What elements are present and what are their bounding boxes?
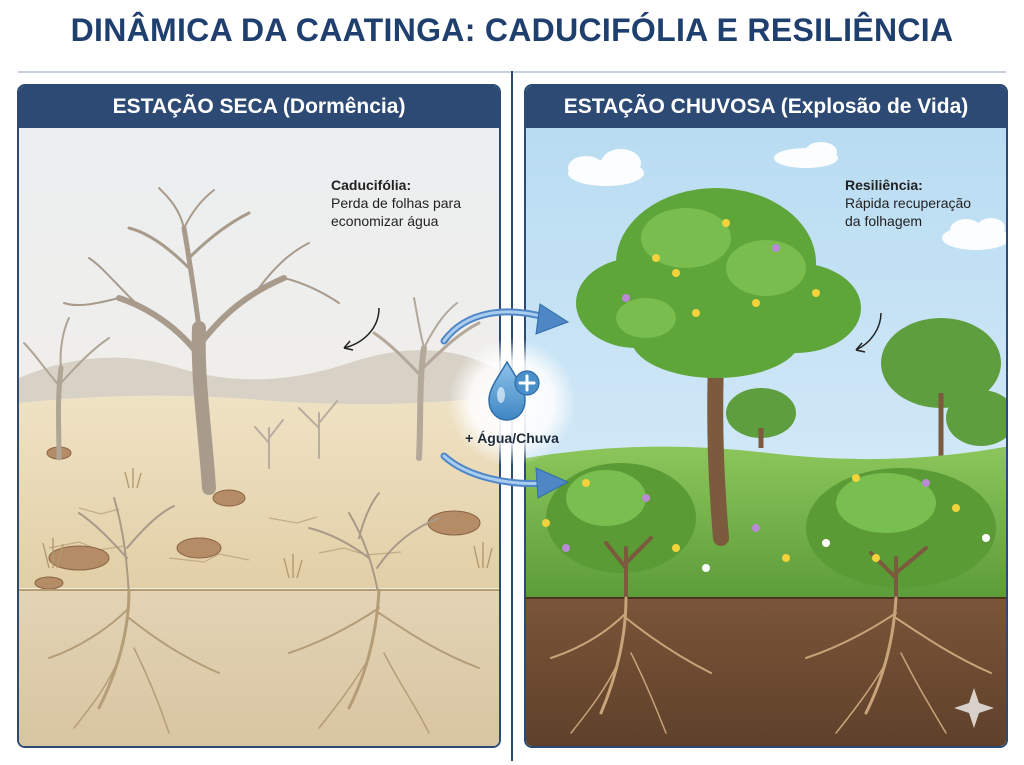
- water-rain-label: + Água/Chuva: [465, 430, 559, 446]
- resiliencia-note: Resiliência: Rápida recuperação da folha…: [845, 176, 971, 230]
- page-title: DINÂMICA DA CAATINGA: CADUCIFÓLIA E RESI…: [70, 12, 954, 48]
- caducifolia-note: Caducifólia: Perda de folhas para econom…: [331, 176, 461, 230]
- dry-season-header: ESTAÇÃO SECA (Dormência): [19, 86, 499, 128]
- resiliencia-note-line1: Rápida recuperação: [845, 195, 972, 211]
- sparkle-icon: [954, 688, 994, 728]
- caducifolia-note-line1: Perda de folhas para: [331, 195, 461, 211]
- rainy-season-scene: Resiliência: Rápida recuperação da folha…: [526, 128, 1006, 746]
- caducifolia-note-line2: economizar água: [331, 213, 439, 229]
- resiliencia-note-line2: da folhagem: [845, 213, 923, 229]
- dry-season-scene: Caducifólia: Perda de folhas para econom…: [19, 128, 499, 746]
- caducifolia-note-title: Caducifólia:: [331, 177, 412, 193]
- caducifolia-pointer: [343, 307, 380, 349]
- water-drop-plus-icon: [448, 338, 576, 466]
- upper-transition-arrow: [440, 303, 570, 345]
- dry-season-panel: ESTAÇÃO SECA (Dormência): [17, 84, 501, 748]
- lower-transition-arrow: [440, 452, 570, 499]
- resiliencia-note-title: Resiliência:: [845, 177, 923, 193]
- dry-landscape-illustration: [19, 128, 499, 746]
- rainy-landscape-illustration: [526, 128, 1006, 746]
- rainy-season-header: ESTAÇÃO CHUVOSA (Explosão de Vida): [526, 86, 1006, 128]
- resiliencia-pointer: [855, 312, 882, 351]
- rainy-season-panel: ESTAÇÃO CHUVOSA (Explosão de Vida): [524, 84, 1008, 748]
